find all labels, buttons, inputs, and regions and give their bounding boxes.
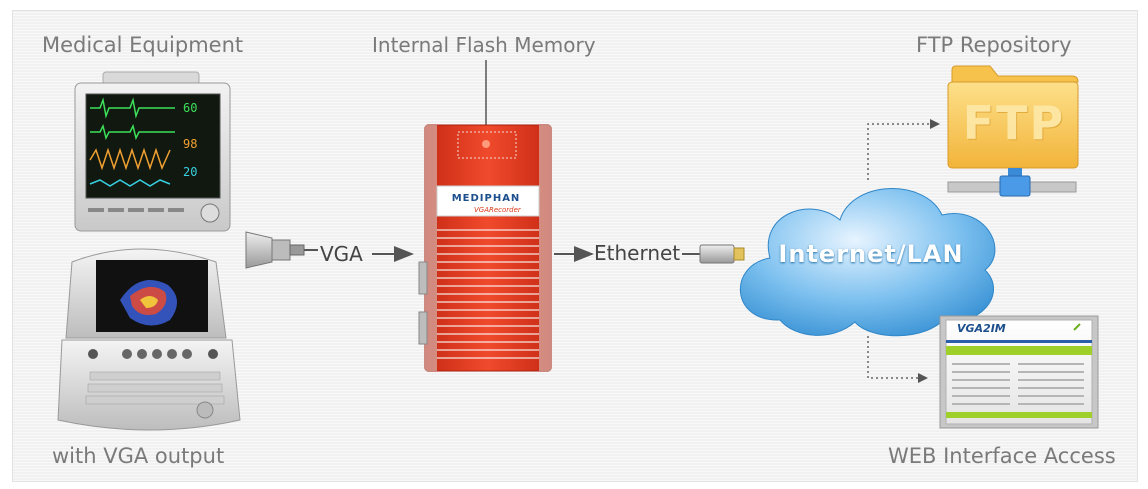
vga-connection-label: VGA — [320, 242, 363, 266]
ftp-branch-arrow — [930, 119, 940, 129]
web-screen-icon — [939, 315, 1099, 429]
web-interface-label: WEB Interface Access — [888, 444, 1116, 468]
internal-flash-label: Internal Flash Memory — [372, 33, 596, 57]
monitor-reading-2: 98 — [183, 137, 197, 151]
vga-connector-icon — [245, 231, 318, 269]
ftp-folder-text: FTP — [962, 96, 1066, 150]
ftp-repository-label: FTP Repository — [916, 33, 1072, 57]
web-screen-logo: VGA2IM — [957, 322, 1006, 335]
cloud-icon — [739, 188, 996, 337]
medical-equipment-label: Medical Equipment — [42, 33, 244, 57]
ftp-folder-icon — [947, 65, 1079, 197]
vga-output-label: with VGA output — [52, 444, 225, 468]
svg-text:VGARecorder: VGARecorder — [474, 206, 522, 214]
recorder-device-icon: VGARecorder — [418, 124, 552, 372]
monitor-reading-1: 60 — [183, 101, 197, 115]
ultrasound-laptop-icon — [57, 248, 241, 431]
monitor-reading-3: 20 — [183, 165, 197, 179]
ethernet-connection-label: Ethernet — [594, 241, 681, 265]
web-branch-arrow — [918, 373, 928, 383]
cloud-label: Internet/LAN — [778, 240, 964, 268]
ethernet-plug-icon — [699, 244, 745, 264]
recorder-brand: MEDIPHAN — [451, 193, 521, 204]
patient-monitor-icon: 60 98 20 — [74, 71, 231, 232]
web-branch-line — [867, 336, 924, 379]
ftp-branch-line — [867, 123, 936, 180]
